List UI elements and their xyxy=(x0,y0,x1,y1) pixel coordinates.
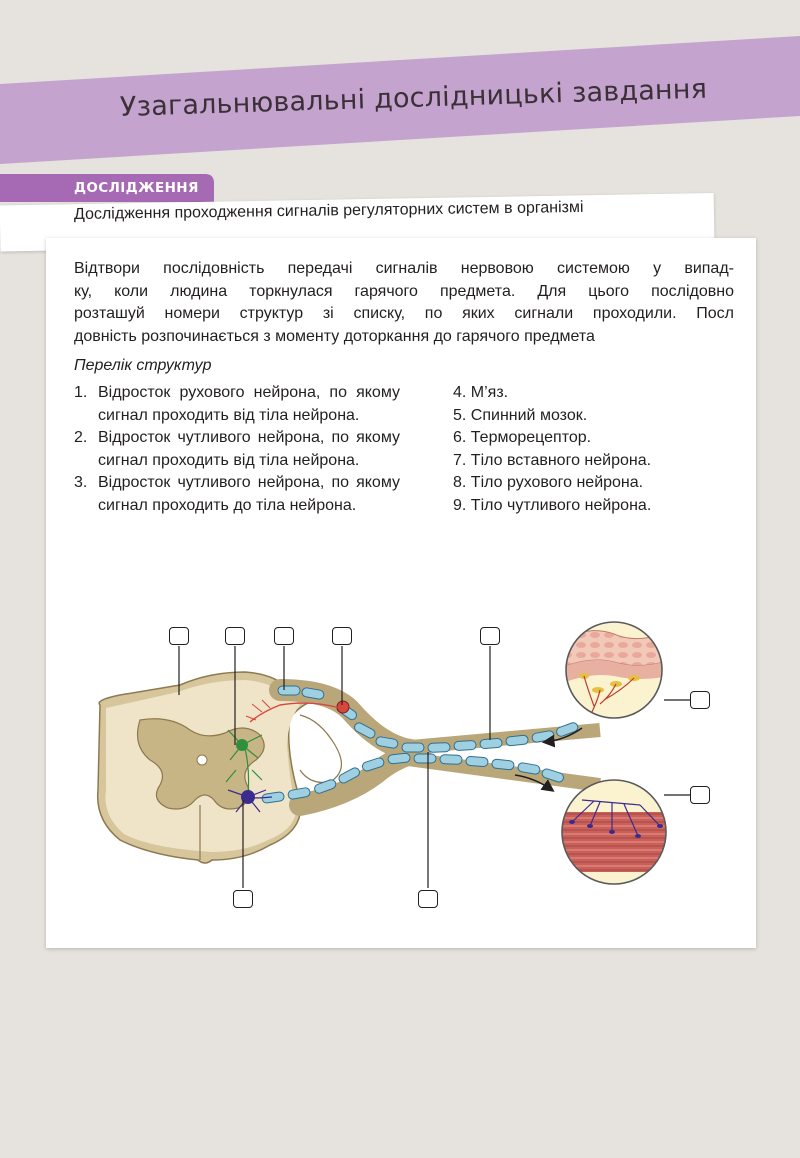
task-intro: Відтвори послідовність передачі сигналів… xyxy=(74,258,734,348)
answer-box[interactable] xyxy=(332,627,352,645)
list-item: 8. Тіло рухового нейрона. xyxy=(453,474,644,491)
structure-list-left: 1. Відросток рухового нейрона, по якому … xyxy=(74,382,400,517)
answer-box[interactable] xyxy=(233,890,253,908)
list-item: 1. Відросток рухового нейрона, по якому … xyxy=(74,382,400,427)
list-item-text: Відросток рухового нейрона, по якому сиг… xyxy=(98,384,400,424)
intro-line: розташуй номери структур зі списку, по я… xyxy=(74,305,734,322)
structure-list-right: 4. М’яз. 5. Спинний мозок. 6. Терморецеп… xyxy=(453,382,743,517)
list-item-text: Відросток чутливого нейрона, по якому си… xyxy=(98,474,400,514)
leader-lines xyxy=(178,646,690,888)
list-item-number: 3. xyxy=(74,474,88,491)
interneuron-body xyxy=(236,739,248,751)
list-item: 9. Тіло чутливого нейрона. xyxy=(453,496,652,514)
intro-line: Відтвори послідовність передачі сигналів… xyxy=(74,260,734,277)
answer-box[interactable] xyxy=(480,627,500,645)
signal-arrow-in xyxy=(541,727,583,748)
list-item-number: 2. xyxy=(74,429,88,446)
motor-fiber xyxy=(261,752,565,804)
section-tag-band xyxy=(0,174,214,202)
list-item-text: Відросток чутливого нейрона, по якому си… xyxy=(98,429,400,469)
intro-line: довність розпочинається з моменту доторк… xyxy=(74,327,595,345)
list-item: 6. Терморецептор. xyxy=(453,429,592,446)
answer-box[interactable] xyxy=(690,691,710,709)
list-item: 5. Спинний мозок. xyxy=(453,406,588,424)
answer-box[interactable] xyxy=(690,786,710,804)
section-tag: ДОСЛІДЖЕННЯ xyxy=(74,180,199,196)
signal-arrow-out xyxy=(514,774,555,792)
list-item: 7. Тіло вставного нейрона. xyxy=(453,451,652,469)
motor-neuron-body xyxy=(241,790,255,804)
spinal-cord xyxy=(96,671,318,864)
reflex-arc-diagram xyxy=(96,621,690,888)
list-item: 4. М’яз. xyxy=(453,384,509,401)
list-item: 2. Відросток чутливого нейрона, по якому… xyxy=(74,427,400,472)
list-item-number: 1. xyxy=(74,384,88,401)
answer-box[interactable] xyxy=(418,890,438,908)
list-item: 3. Відросток чутливого нейрона, по якому… xyxy=(74,472,400,517)
list-heading: Перелік структур xyxy=(74,357,212,374)
answer-box[interactable] xyxy=(225,627,245,645)
title-band xyxy=(0,36,800,164)
answer-box[interactable] xyxy=(274,627,294,645)
skin-inset xyxy=(565,621,663,719)
intro-line: ку, коли людина торкнулася гарячого пред… xyxy=(74,282,734,300)
answer-box[interactable] xyxy=(169,627,189,645)
muscle-inset xyxy=(561,779,667,885)
